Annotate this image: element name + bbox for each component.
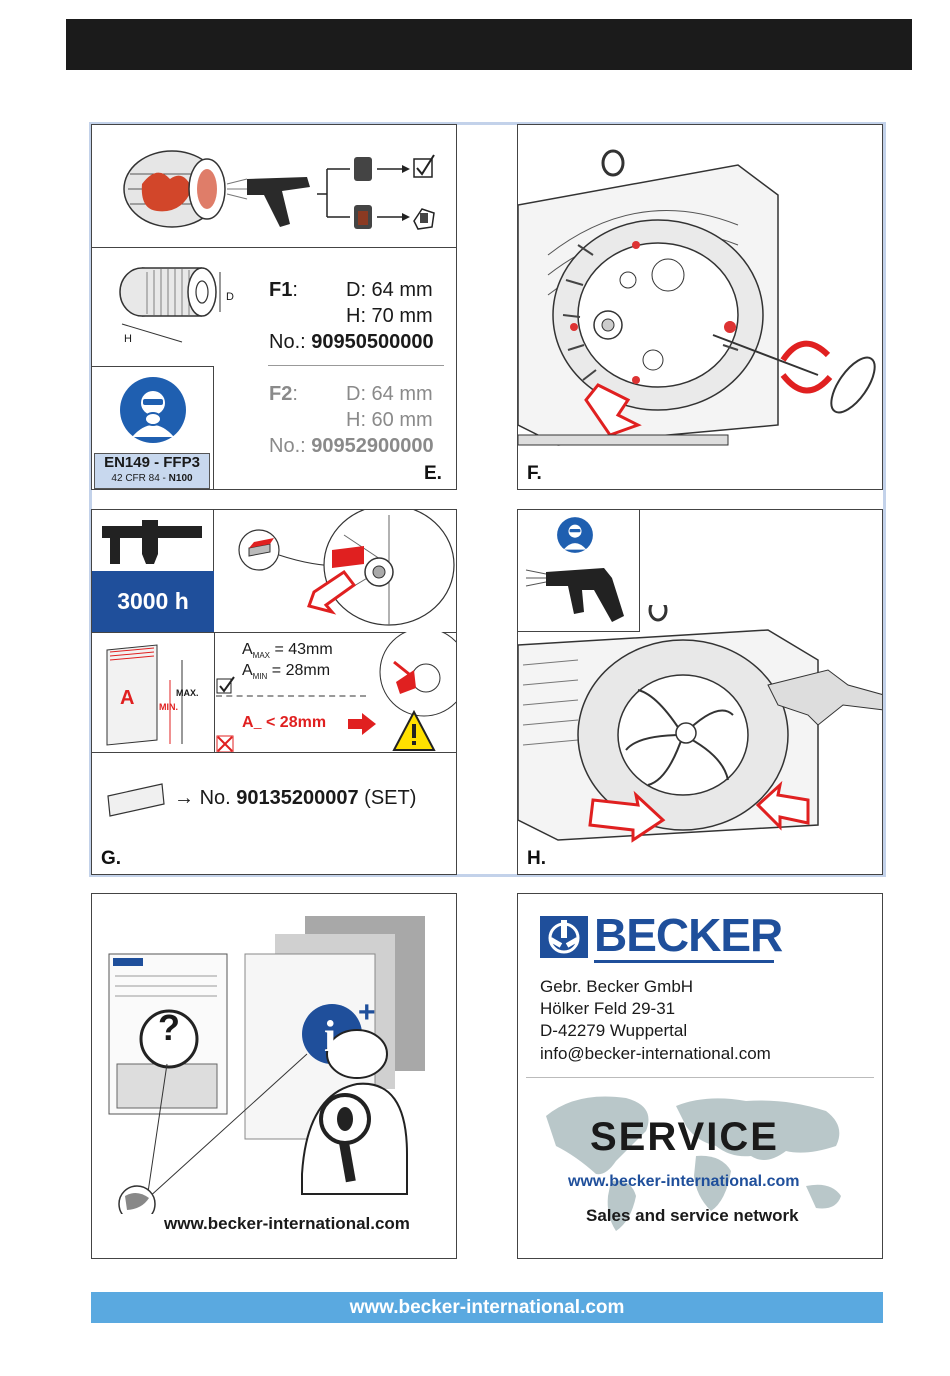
section-e-label: E. bbox=[424, 463, 442, 484]
question-mark-icon: ? bbox=[158, 1007, 180, 1048]
world-map-background bbox=[536, 1086, 866, 1236]
vane-set-part-number: → No. 90135200007 (SET) bbox=[174, 787, 417, 809]
filter-f2-height: H: 60 mm bbox=[346, 409, 433, 431]
service-network: Sales and service network bbox=[586, 1206, 799, 1225]
panel-h: H. bbox=[517, 509, 883, 875]
filter-f2-part-number: No.: 90952900000 bbox=[269, 435, 434, 457]
mask-standard-label: EN149 - FFP3 42 CFR 84 - N100 bbox=[94, 453, 210, 489]
vane-set-icon bbox=[106, 782, 166, 818]
red-arrow-icon bbox=[348, 713, 376, 735]
pump-cleaning-illustration bbox=[518, 605, 882, 855]
panel-e: D H F1: D: 64 mm H: 70 mm No.: 909505000… bbox=[91, 124, 457, 490]
header-bar bbox=[66, 19, 912, 70]
service-heading: SERVICE bbox=[590, 1115, 779, 1159]
filter-f1-part-number: No.: 90950500000 bbox=[269, 331, 434, 353]
filter-cleaning-illustration bbox=[112, 139, 452, 239]
footer-website[interactable]: www.becker-international.com bbox=[91, 1292, 883, 1323]
info-website: www.becker-international.com bbox=[164, 1214, 410, 1233]
filter-f1-name: F1: bbox=[269, 279, 298, 301]
info-letter-icon: i bbox=[324, 1012, 337, 1061]
panel-f: F. bbox=[517, 124, 883, 490]
vane-wear-drawing bbox=[102, 640, 214, 750]
company-email[interactable]: info@becker-international.com bbox=[540, 1044, 771, 1063]
air-gun-mask-box bbox=[518, 510, 640, 632]
becker-logo-icon bbox=[540, 916, 588, 958]
section-g-label: G. bbox=[101, 848, 122, 869]
manual-documents-illustration bbox=[107, 914, 447, 1214]
maintenance-interval-hours: 3000 h bbox=[92, 571, 214, 632]
check-fail-icon bbox=[216, 735, 234, 753]
company-street: Hölker Feld 29-31 bbox=[540, 999, 676, 1018]
company-city: D-42279 Wuppertal bbox=[540, 1021, 688, 1040]
vane-min-label: MIN. bbox=[159, 702, 178, 712]
protective-mask-box: EN149 - FFP3 42 CFR 84 - N100 bbox=[92, 366, 214, 489]
amin-value: AMIN = 28mm bbox=[242, 662, 331, 682]
panel-g: 3000 h A MAX. MIN. AMAX = 43mm AMIN = 28… bbox=[91, 509, 457, 875]
contact-panel: BECKER Gebr. Becker GmbH Hölker Feld 29-… bbox=[517, 893, 883, 1259]
filter-f2-diameter: D: 64 mm bbox=[346, 383, 433, 405]
respirator-mask-icon bbox=[118, 375, 188, 445]
respirator-mask-icon bbox=[556, 516, 594, 554]
vane-detail-illustration bbox=[364, 632, 456, 752]
instruction-grid-frame bbox=[89, 122, 886, 877]
dimension-h-label: H bbox=[124, 333, 132, 345]
caliper-icon bbox=[102, 520, 202, 566]
vane-a-label: A bbox=[120, 687, 135, 709]
dimension-d-label: D bbox=[226, 291, 234, 303]
amax-value: AMAX = 43mm bbox=[242, 641, 333, 661]
pump-rotor-illustration bbox=[518, 145, 882, 455]
a-warning-value: A— < 28mm bbox=[242, 714, 327, 734]
filter-dimension-drawing bbox=[102, 262, 242, 352]
vane-max-label: MAX. bbox=[176, 688, 199, 698]
info-plus-icon: + bbox=[358, 996, 376, 1029]
air-gun-icon bbox=[524, 556, 634, 626]
filter-f2-name: F2: bbox=[269, 383, 298, 405]
section-f-label: F. bbox=[527, 463, 542, 484]
caliper-interval-box: 3000 h bbox=[92, 510, 214, 632]
company-name: Gebr. Becker GmbH bbox=[540, 977, 694, 996]
check-ok-icon bbox=[216, 675, 236, 695]
info-panel: ? i + www.becker-international.com bbox=[91, 893, 457, 1259]
filter-f1-height: H: 70 mm bbox=[346, 305, 433, 327]
filter-f1-diameter: D: 64 mm bbox=[346, 279, 433, 301]
section-h-label: H. bbox=[527, 848, 546, 869]
becker-brand: BECKER bbox=[594, 909, 783, 961]
vane-inspection-illustration bbox=[214, 510, 456, 632]
service-website[interactable]: www.becker-international.com bbox=[568, 1173, 800, 1190]
